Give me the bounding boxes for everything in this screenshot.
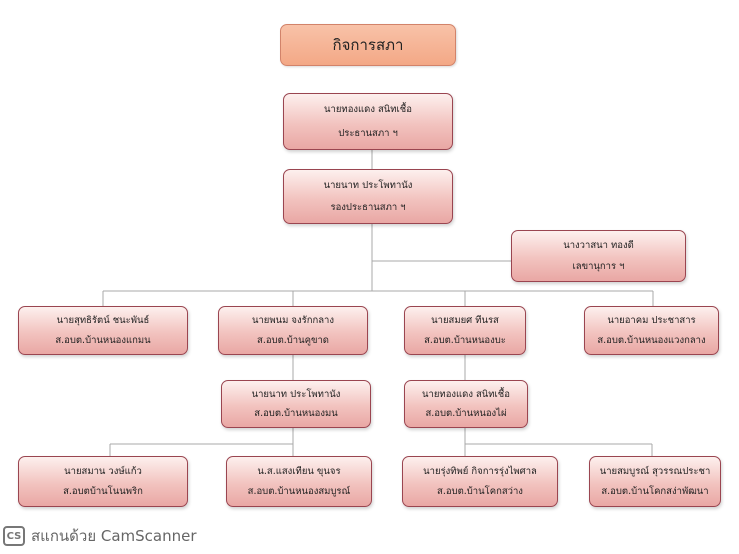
node-member: นายนาท ประโพทานัง ส.อบต.บ้านหนองมน [221, 380, 371, 428]
node-president: นายทองแดง สนิทเชื้อ ประธานสภา ฯ [283, 93, 453, 150]
node-member: นายสมยศ ทีนรส ส.อบต.บ้านหนองบะ [404, 306, 526, 355]
node-member: นายสุทธิรัตน์ ชนะพันธ์ ส.อบต.บ้านหนองแกม… [18, 306, 188, 355]
node-name: นายทองแดง สนิทเชื้อ [324, 104, 412, 116]
node-role: ส.อบต.บ้านโคกสง่าพัฒนา [601, 486, 709, 498]
node-name: นายสมยศ ทีนรส [431, 315, 499, 327]
node-role: ส.อบต.บ้านคูขาด [257, 334, 329, 346]
camscanner-logo-icon: CS [3, 526, 25, 546]
node-name: นายทองแดง สนิทเชื้อ [422, 389, 510, 400]
node-member: น.ส.แสงเทียน ขุนจร ส.อบต.บ้านหนองสมบูรณ์ [226, 456, 372, 507]
node-name: น.ส.แสงเทียน ขุนจร [257, 465, 341, 477]
node-role: รองประธานสภา ฯ [330, 202, 406, 214]
node-name: นายนาท ประโพทานัง [251, 389, 341, 400]
node-name: นายสมาน วงษ์แก้ว [64, 465, 142, 477]
node-name: นางวาสนา ทองดี [563, 240, 634, 251]
node-name: นายอาคม ประชาสาร [607, 315, 696, 327]
node-role: ส.อบต.บ้านหนองแกมน [55, 334, 151, 346]
node-role: เลขานุการ ฯ [572, 261, 625, 272]
node-name: นายสุทธิรัตน์ ชนะพันธ์ [56, 315, 150, 327]
node-secretary: นางวาสนา ทองดี เลขานุการ ฯ [511, 230, 686, 282]
node-role: ส.อบต.บ้านหนองสมบูรณ์ [247, 486, 351, 498]
node-name: นายพนม จงรักกลาง [251, 315, 335, 327]
camscanner-watermark: CS สแกนด้วย CamScanner [3, 524, 197, 548]
node-name: นายนาท ประโพทานัง [323, 179, 413, 191]
node-role: ส.อบตบ้านโนนพริก [63, 486, 143, 498]
node-member: นายสมบูรณ์ สุวรรณประชา ส.อบต.บ้านโคกสง่า… [589, 456, 721, 507]
watermark-text: สแกนด้วย CamScanner [31, 527, 197, 545]
node-name: นายรุ่งทิพย์ กิจการรุ่งไพศาล [423, 465, 537, 477]
node-role: ส.อบต.บ้านหนองบะ [424, 334, 506, 346]
node-member: นายรุ่งทิพย์ กิจการรุ่งไพศาล ส.อบต.บ้านโ… [402, 456, 558, 507]
node-member: นายสมาน วงษ์แก้ว ส.อบตบ้านโนนพริก [18, 456, 188, 507]
chart-title: กิจการสภา [280, 24, 456, 66]
node-member: นายอาคม ประชาสาร ส.อบต.บ้านหนองแวงกลาง [584, 306, 719, 355]
node-role: ส.อบต.บ้านหนองแวงกลาง [597, 334, 706, 346]
node-role: ส.อบต.บ้านหนองไผ่ [425, 408, 507, 419]
node-member: นายพนม จงรักกลาง ส.อบต.บ้านคูขาด [218, 306, 368, 355]
node-role: ส.อบต.บ้านหนองมน [254, 408, 338, 419]
node-name: นายสมบูรณ์ สุวรรณประชา [599, 465, 711, 477]
node-member: นายทองแดง สนิทเชื้อ ส.อบต.บ้านหนองไผ่ [404, 380, 528, 428]
node-vice-president: นายนาท ประโพทานัง รองประธานสภา ฯ [283, 169, 453, 224]
node-role: ประธานสภา ฯ [338, 127, 398, 139]
node-role: ส.อบต.บ้านโคกสว่าง [437, 486, 523, 498]
